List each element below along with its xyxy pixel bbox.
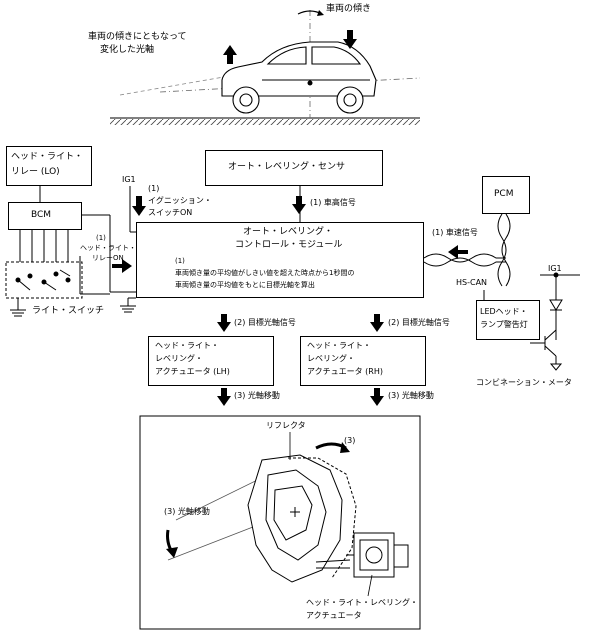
auto-leveling-sensor-box: オート・レベリング・センサ [205,150,383,186]
reflector-label: リフレクタ [266,421,306,430]
speed-signal-label: (1) 車速信号 [432,228,478,237]
relay-on-number: (1) [96,234,106,242]
ignition-line1: イグニッション・ [148,196,212,205]
hs-can-twisted-pair [423,213,511,287]
actuator-rh-box: ヘッド・ライト・ レベリング・ アクチュエータ (RH) [300,336,426,386]
axis-move-right-label: (3) 光軸移動 [388,391,434,400]
ig1-right-label: IG1 [548,264,562,273]
height-signal-arrow-icon [292,196,306,214]
pcm-box: PCM [482,176,530,214]
relay-on-arrow-icon [112,259,132,273]
ignition-arrow-icon [132,196,146,216]
actuator-lh-line1: ヘッド・ライト・ [155,341,219,350]
actuator-rh-line3: アクチュエータ (RH) [307,367,383,376]
detail-axis-move-label: (3) 光軸移動 [164,507,210,516]
changed-axis-label-line1: 車両の傾きにともなって [88,32,187,42]
bcm-label: BCM [31,210,52,220]
headlight-relay-lo-box: ヘッド・ライト・ リレー (LO) [6,146,92,186]
target-arrow-right-icon [370,314,384,332]
actuator-rh-line1: ヘッド・ライト・ [307,341,371,350]
changed-axis-label-line2: 変化した光軸 [100,45,155,55]
combination-meter-box: LEDヘッド・ ランプ警告灯 [476,300,540,340]
actuator-leader-line [367,574,373,597]
module-title-line2: コントロール・モジュール [235,240,343,250]
module-title-line1: オート・レベリング・ [243,227,334,237]
light-switch-symbol [5,261,83,317]
actuator-lh-line2: レベリング・ [155,354,203,363]
vehicle-tilt-label: 車両の傾き [326,4,372,14]
relay-on-line2: リレーON [92,254,124,262]
auto-leveling-control-module-box: オート・レベリング・ コントロール・モジュール (1) 車両傾き量の平均値がしき… [136,222,424,298]
reflector-rotation-number: (3) [344,436,356,445]
detail-actuator-line1: ヘッド・ライト・レベリング・ [306,598,418,607]
ignition-line2: スイッチON [148,208,193,217]
relay-line2: リレー (LO) [11,167,60,177]
detail-frame [139,415,421,630]
axis-arrow-right-icon [370,388,384,406]
actuator-rh-line2: レベリング・ [307,354,355,363]
axis-arrow-left-icon [217,388,231,406]
bcm-box: BCM [8,202,82,230]
relay-line1: ヘッド・ライト・ [11,152,84,162]
axis-move-left-label: (3) 光軸移動 [234,391,280,400]
meter-circuit [483,272,580,371]
ignition-number: (1) [148,184,160,193]
sensor-label: オート・レベリング・センサ [228,162,346,172]
module-note-line2: 車両傾き量の平均値をもとに目標光軸を算出 [175,281,315,289]
actuator-lh-line3: アクチュエータ (LH) [155,367,230,376]
module-note-number: (1) [175,257,185,265]
module-ground [120,297,136,313]
ig1-left-supply [129,186,136,233]
actuator-lh-box: ヘッド・ライト・ レベリング・ アクチュエータ (LH) [148,336,274,386]
detail-actuator-line2: アクチュエータ [306,611,362,620]
led-warning-line1: LEDヘッド・ [480,307,528,316]
module-note-line1: 車両傾き量の平均値がしきい値を超えた時点から1秒間の [175,269,355,277]
down-arrow-icon [343,30,357,49]
combination-meter-label: コンビネーション・メータ [476,378,572,387]
light-switch-label: ライト・スイッチ [32,306,105,316]
up-arrow-icon [223,45,237,64]
hs-can-label: HS-CAN [456,278,488,287]
pivot-point [307,80,313,86]
ig1-left-label: IG1 [122,175,136,184]
led-warning-line2: ランプ警告灯 [480,320,528,329]
target-arrow-left-icon [217,314,231,332]
ground-line [110,117,420,125]
car-body [221,41,377,114]
bcm-wiring [19,186,136,295]
headlamp-illustration [167,454,409,583]
relay-on-line1: ヘッド・ライト・ [80,244,136,252]
speed-signal-arrow-icon [448,245,468,259]
pcm-label: PCM [494,189,514,199]
target-signal-left-label: (2) 目標光軸信号 [234,318,296,327]
height-signal-label: (1) 車高信号 [310,198,356,207]
target-signal-right-label: (2) 目標光軸信号 [388,318,450,327]
